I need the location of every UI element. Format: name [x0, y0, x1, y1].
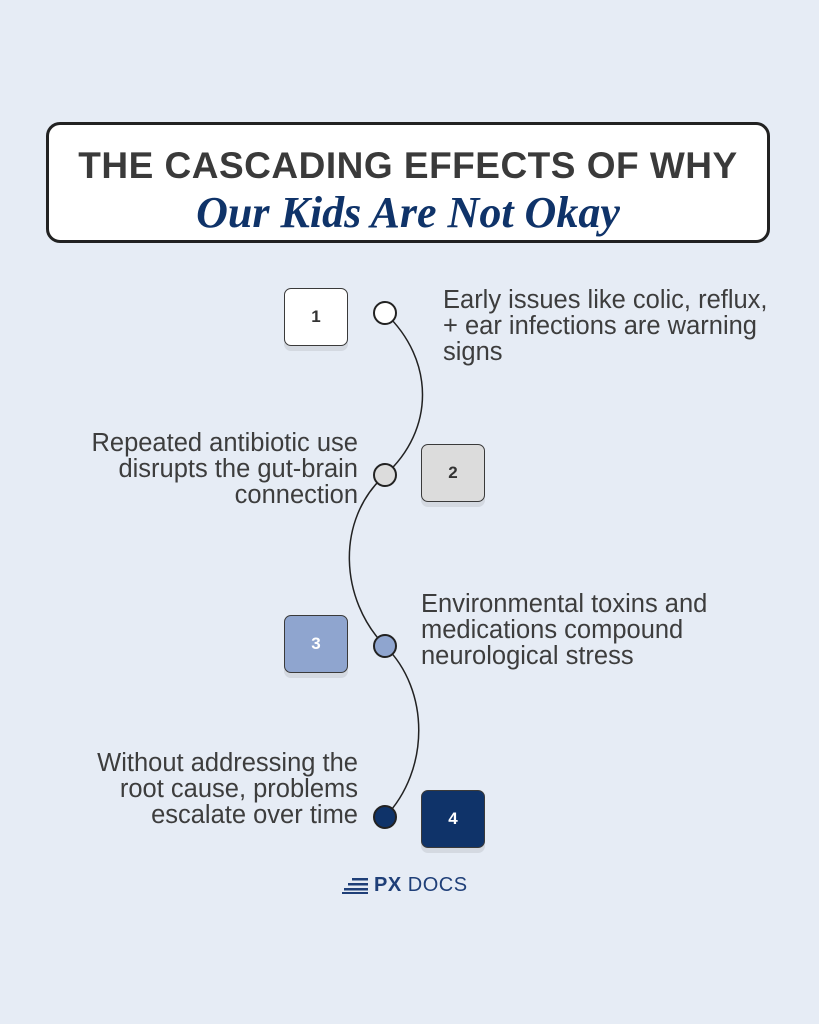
- title-heading: THE CASCADING EFFECTS OF WHY: [78, 145, 738, 186]
- step-4-number-box: 4: [421, 790, 485, 848]
- step-3-number: 3: [311, 634, 321, 653]
- step-2-text: Repeated antibiotic use disrupts the gut…: [91, 429, 358, 509]
- step-3-number-box: 3: [284, 615, 348, 673]
- title-box: THE CASCADING EFFECTS OF WHY Our Kids Ar…: [46, 122, 770, 243]
- step-1-text: Early issues like colic, reflux, + ear i…: [443, 286, 768, 366]
- step-1-number: 1: [311, 307, 321, 326]
- step-1-number-box: 1: [284, 288, 348, 346]
- step-4-text: Without addressing the root cause, probl…: [97, 749, 358, 829]
- step-2-node: [373, 463, 397, 487]
- step-3-text: Environmental toxins and medications com…: [421, 590, 708, 670]
- step-2-number-box: 2: [421, 444, 485, 502]
- step-3-node: [373, 634, 397, 658]
- brand-name-bold: PX: [374, 873, 402, 896]
- step-2-number: 2: [448, 463, 458, 482]
- brand-logo: PX DOCS: [342, 873, 482, 897]
- step-4-node: [373, 805, 397, 829]
- brand-name: PX DOCS: [374, 874, 468, 897]
- step-1-node: [373, 301, 397, 325]
- brand-name-rest: DOCS: [407, 873, 468, 896]
- step-4-number: 4: [448, 809, 458, 828]
- title-subheading: Our Kids Are Not Okay: [196, 188, 620, 237]
- stacked-bars-logo-icon: [342, 878, 368, 894]
